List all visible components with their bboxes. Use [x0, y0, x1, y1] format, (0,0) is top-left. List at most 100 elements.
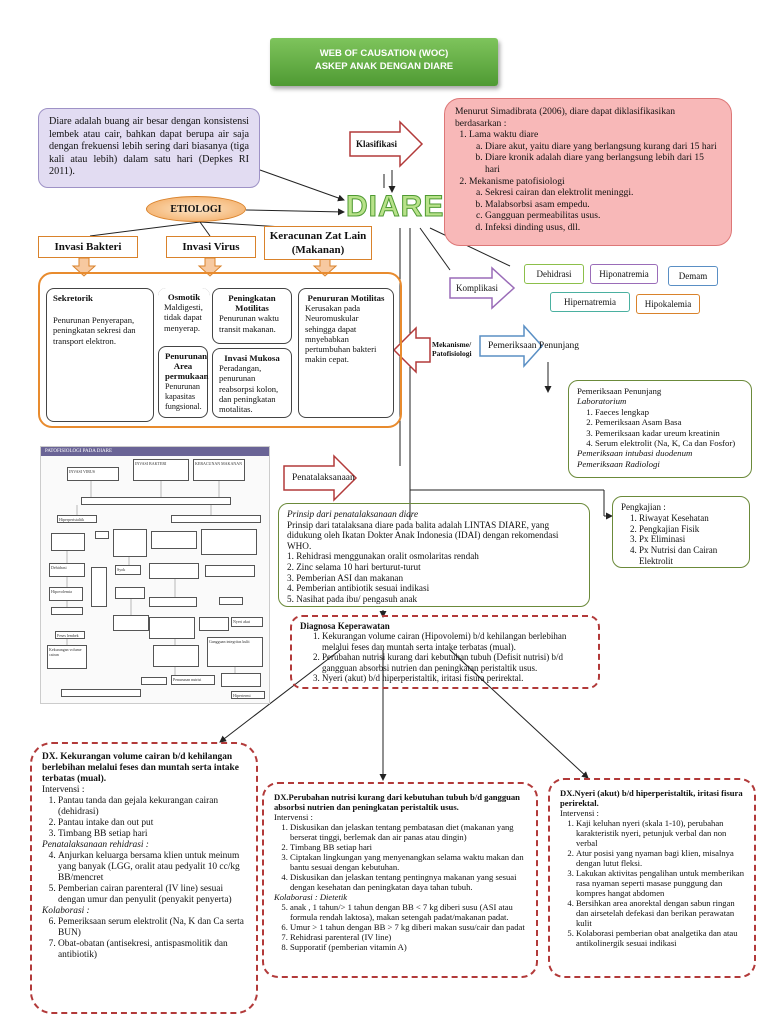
mechanism-penururan-motilitas: Penururan Motilitas Kerusakan pada Neuro… — [298, 288, 394, 418]
dx-item: Bersihkan area anorektal dengan sabun ri… — [576, 898, 744, 928]
mechanism-text: Peradangan, penurunan reabsorpsi kolon, … — [219, 363, 279, 415]
mechanism-text: Penurunan kapasitas fungsional. — [165, 381, 202, 412]
komplikasi-demam: Demam — [668, 266, 718, 286]
mechanism-text: Maldigesti, tidak dapat menyerap. — [164, 302, 203, 333]
pengkajian-box: Pengkajian : Riwayat Kesehatan Pengkajia… — [612, 496, 750, 568]
flow-box: Kekurangan volume cairan — [47, 645, 87, 669]
pemeriksaan-item: Serum elektrolit (Na, K, Ca dan Fosfor) — [595, 438, 743, 448]
dx-intervensi-label: Intervensi : — [274, 812, 313, 822]
mechanism-title: Osmotik — [167, 292, 201, 302]
pengkajian-item: Px Eliminasi — [639, 534, 741, 545]
diagnosa-box: Diagnosa Keperawatan Kekurangan volume c… — [290, 615, 600, 689]
penatalaksanaan-item: 5. Nasihat pada ibu/ pengasuh anak — [287, 593, 418, 604]
klasifikasi-item: Diare kronik adalah diare yang berlangsu… — [485, 152, 721, 175]
banner-title-line2: ASKEP ANAK DENGAN DIARE — [314, 61, 454, 72]
dx-item: Umur > 1 tahun dengan BB > 7 kg diberi m… — [290, 922, 526, 932]
flow-box: INVASI VIRUS — [67, 467, 119, 481]
dx-title: DX.Perubahan nutrisi kurang dari kebutuh… — [274, 792, 520, 812]
dx-perubahan-nutrisi: DX.Perubahan nutrisi kurang dari kebutuh… — [262, 782, 538, 978]
pengkajian-item: Px Nutrisi dan Cairan Elektrolit — [639, 545, 741, 567]
klasifikasi-item: Gangguan permeabilitas usus. — [485, 210, 721, 222]
dx-item: Kaji keluhan nyeri (skala 1-10), perubah… — [576, 818, 744, 848]
klasifikasi-item: Malabsorbsi asam empedu. — [485, 199, 721, 211]
komplikasi-hiponatremia: Hiponatremia — [590, 264, 658, 284]
penatalaksanaan-item: 2. Zinc selama 10 hari berturut-turut — [287, 561, 421, 572]
pemeriksaan-title: Pemeriksaan Penunjang — [577, 386, 662, 396]
penatalaksanaan-item: 1. Rehidrasi menggunakan oralit osmolari… — [287, 551, 479, 562]
category-keracunan: Keracunan Zat Lain (Makanan) — [264, 226, 372, 260]
dx-title: DX.Nyeri (akut) b/d hiperperistaltik, ir… — [560, 788, 743, 808]
pengkajian-item: Riwayat Kesehatan — [639, 513, 741, 524]
flow-box: Feses lembek — [55, 631, 85, 639]
dx-item: Rehidrasi parenteral (IV line) — [290, 932, 526, 942]
flow-box: Hiperperistaltik — [57, 515, 97, 523]
dx-item: Obat-obatan (antisekresi, antispasmoliti… — [58, 939, 246, 961]
mechanism-text: Kerusakan pada Neuromuskular sehingga da… — [305, 303, 377, 365]
dx-item: Kolaborasi pemberian obat analgetika dan… — [576, 928, 744, 948]
dx-item: Timbang BB setiap hari — [290, 842, 526, 852]
komplikasi-dehidrasi: Dehidrasi — [524, 264, 584, 284]
klasifikasi-label: Klasifikasi — [356, 139, 398, 149]
diagnosa-item: Kekurangan volume cairan (Hipovolemi) b/… — [322, 631, 590, 652]
pemeriksaan-extra: Pemeriksaan Radiologi — [577, 458, 660, 469]
center-title-diare: DIARE — [346, 190, 445, 224]
penatalaksanaan-title: Prinsip dari penatalaksanaan diare — [287, 509, 419, 519]
klasifikasi-group: Mekanisme patofisiologi Sekresi cairan d… — [469, 176, 721, 234]
klasifikasi-group-title: Lama waktu diare — [469, 129, 539, 141]
komplikasi-hipokalemia: Hipokalemia — [636, 294, 700, 314]
dx-nyeri-akut: DX.Nyeri (akut) b/d hiperperistaltik, ir… — [548, 778, 756, 978]
mechanism-title: Invasi Mukosa — [224, 353, 280, 363]
diagnosa-title: Diagnosa Keperawatan — [300, 621, 390, 631]
mechanism-frame — [38, 272, 402, 428]
flow-box: Penurunan nutrisi — [171, 675, 215, 685]
flow-box: Hipertermi — [231, 691, 265, 699]
dx-kolaborasi-label: Kolaborasi : — [42, 906, 90, 916]
flow-connectors — [66, 481, 236, 675]
dx-item: Pantau tanda dan gejala kekurangan caira… — [58, 796, 246, 818]
dx-item: Pemberian cairan parenteral (IV line) se… — [58, 884, 246, 906]
dx-item: anak , 1 tahun/> 1 tahun dengan BB < 7 k… — [290, 902, 526, 922]
dx-item: Ciptakan lingkungan yang menyenangkan se… — [290, 852, 526, 872]
banner-title-line1: WEB OF CAUSATION (WOC) — [319, 48, 449, 59]
mechanism-title: Penurunan Area permukaan — [165, 351, 209, 382]
pemeriksaan-item: Pemeriksaan Asam Basa — [595, 417, 743, 427]
mechanism-title: Sekretorik — [53, 293, 93, 303]
woc-banner: WEB OF CAUSATION (WOC) ASKEP ANAK DENGAN… — [270, 38, 498, 86]
pemeriksaan-box: Pemeriksaan Penunjang Laboratorium Faece… — [568, 380, 752, 478]
flow-box: Nyeri akut — [231, 617, 263, 627]
flow-box: Dehidrasi — [49, 563, 85, 577]
pemeriksaan-item: Pemeriksaan kadar ureum kreatinin — [595, 428, 743, 438]
diagnosa-item: Nyeri (akut) b/d hiperperistaltik, irita… — [322, 673, 590, 683]
penatalaksanaan-label: Penatalaksanaan — [292, 473, 355, 483]
mechanism-title: Penururan Motilitas — [307, 293, 385, 303]
penatalaksanaan-item: 3. Pemberian ASI dan makanan — [287, 572, 404, 583]
definition-box: Diare adalah buang air besar dengan kons… — [38, 108, 260, 188]
diagnosa-item: Perubahan nutrisi kurang dari kebutuhan … — [322, 652, 590, 673]
dx-item: Atur posisi yang nyaman bagi klien, misa… — [576, 848, 744, 868]
mechanism-text: Penurunan Penyerapan, peningkatan sekres… — [53, 315, 136, 346]
flow-box: INVASI BAKTERI — [133, 459, 189, 481]
mechanism-sekretorik: Sekretorik Penurunan Penyerapan, peningk… — [46, 288, 154, 422]
klasifikasi-item: Infeksi dinding usus, dll. — [485, 222, 721, 234]
penatalaksanaan-item: 4. Pemberian antibiotik sesuai indikasi — [287, 583, 430, 594]
dx-rehidrasi-label: Penatalaksanaan rehidrasi : — [42, 840, 149, 850]
dx-kolaborasi-label: Kolaborasi : Dietetik — [274, 892, 348, 902]
dx-item: Supporatif (pemberian vitamin A) — [290, 942, 526, 952]
mekanisme-label: Mekanisme/ Patofisiologi — [432, 340, 472, 358]
category-invasi-bakteri: Invasi Bakteri — [38, 236, 138, 258]
dx-item: Diskusikan dan jelaskan tentang pembatas… — [290, 822, 526, 842]
klasifikasi-group-title: Mekanisme patofisiologi — [469, 175, 565, 187]
klasifikasi-intro: Menurut Simadibrata (2006), diare dapat … — [455, 106, 676, 129]
pemeriksaan-label: Pemeriksaan Penunjang — [488, 341, 580, 351]
mechanism-penurunan-area: Penurunan Area permukaan Penurunan kapas… — [158, 346, 209, 418]
pemeriksaan-extra: Pemeriksaan intubasi duodenum — [577, 448, 693, 459]
dx-item: Timbang BB setiap hari — [58, 829, 246, 840]
flow-box: KERACUNAN MAKANAN — [193, 459, 245, 481]
mechanism-title: Peningkatan Motilitas — [228, 293, 276, 314]
klasifikasi-box: Menurut Simadibrata (2006), diare dapat … — [444, 98, 732, 246]
dx-item: Lakukan aktivitas pengalihan untuk membe… — [576, 868, 744, 898]
mechanism-invasi-mukosa: Invasi Mukosa Peradangan, penurunan reab… — [212, 348, 292, 418]
penatalaksanaan-body: Prinsip dari tatalaksana diare pada bali… — [287, 519, 559, 551]
pengkajian-title: Pengkajian : — [621, 502, 666, 512]
dx-item: Pemeriksaan serum elektrolit (Na, K dan … — [58, 917, 246, 939]
